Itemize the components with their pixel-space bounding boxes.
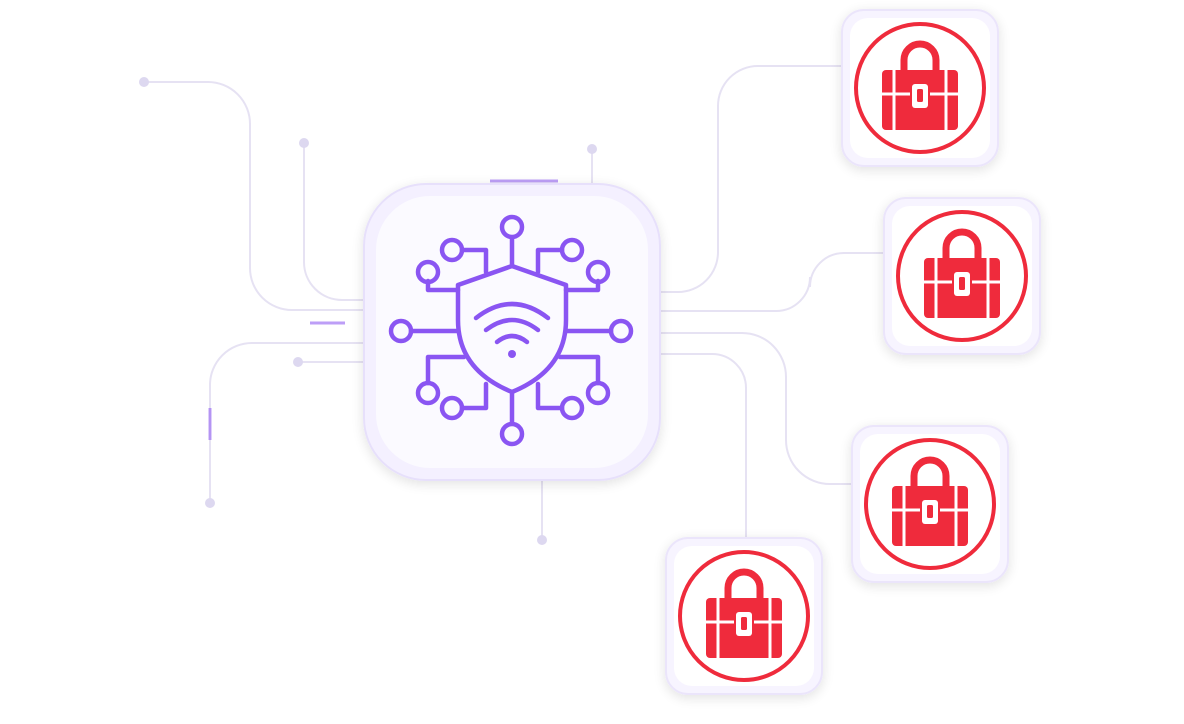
wire-dot (139, 77, 149, 87)
wire-to-node-4 (660, 353, 747, 548)
wire-to-node-2 (660, 252, 886, 312)
wire-dot (537, 535, 547, 545)
wire-to-node-1 (660, 65, 848, 293)
wire-dot (205, 498, 215, 508)
secure-node-2 (883, 197, 1041, 355)
wire-dot (299, 138, 309, 148)
wire-left-mid (303, 143, 366, 301)
wire-left-top (144, 81, 366, 311)
shield-wifi-circuit-icon (388, 214, 634, 447)
wire-to-node-3 (660, 332, 856, 485)
hub-tile (363, 183, 661, 481)
secure-node-1 (841, 9, 999, 167)
connector-lines (139, 65, 886, 548)
wire-dot (587, 144, 597, 154)
wire-dot (293, 357, 303, 367)
wire-left-low (209, 342, 366, 503)
secure-node-4 (665, 537, 823, 695)
secure-node-3 (851, 425, 1009, 583)
